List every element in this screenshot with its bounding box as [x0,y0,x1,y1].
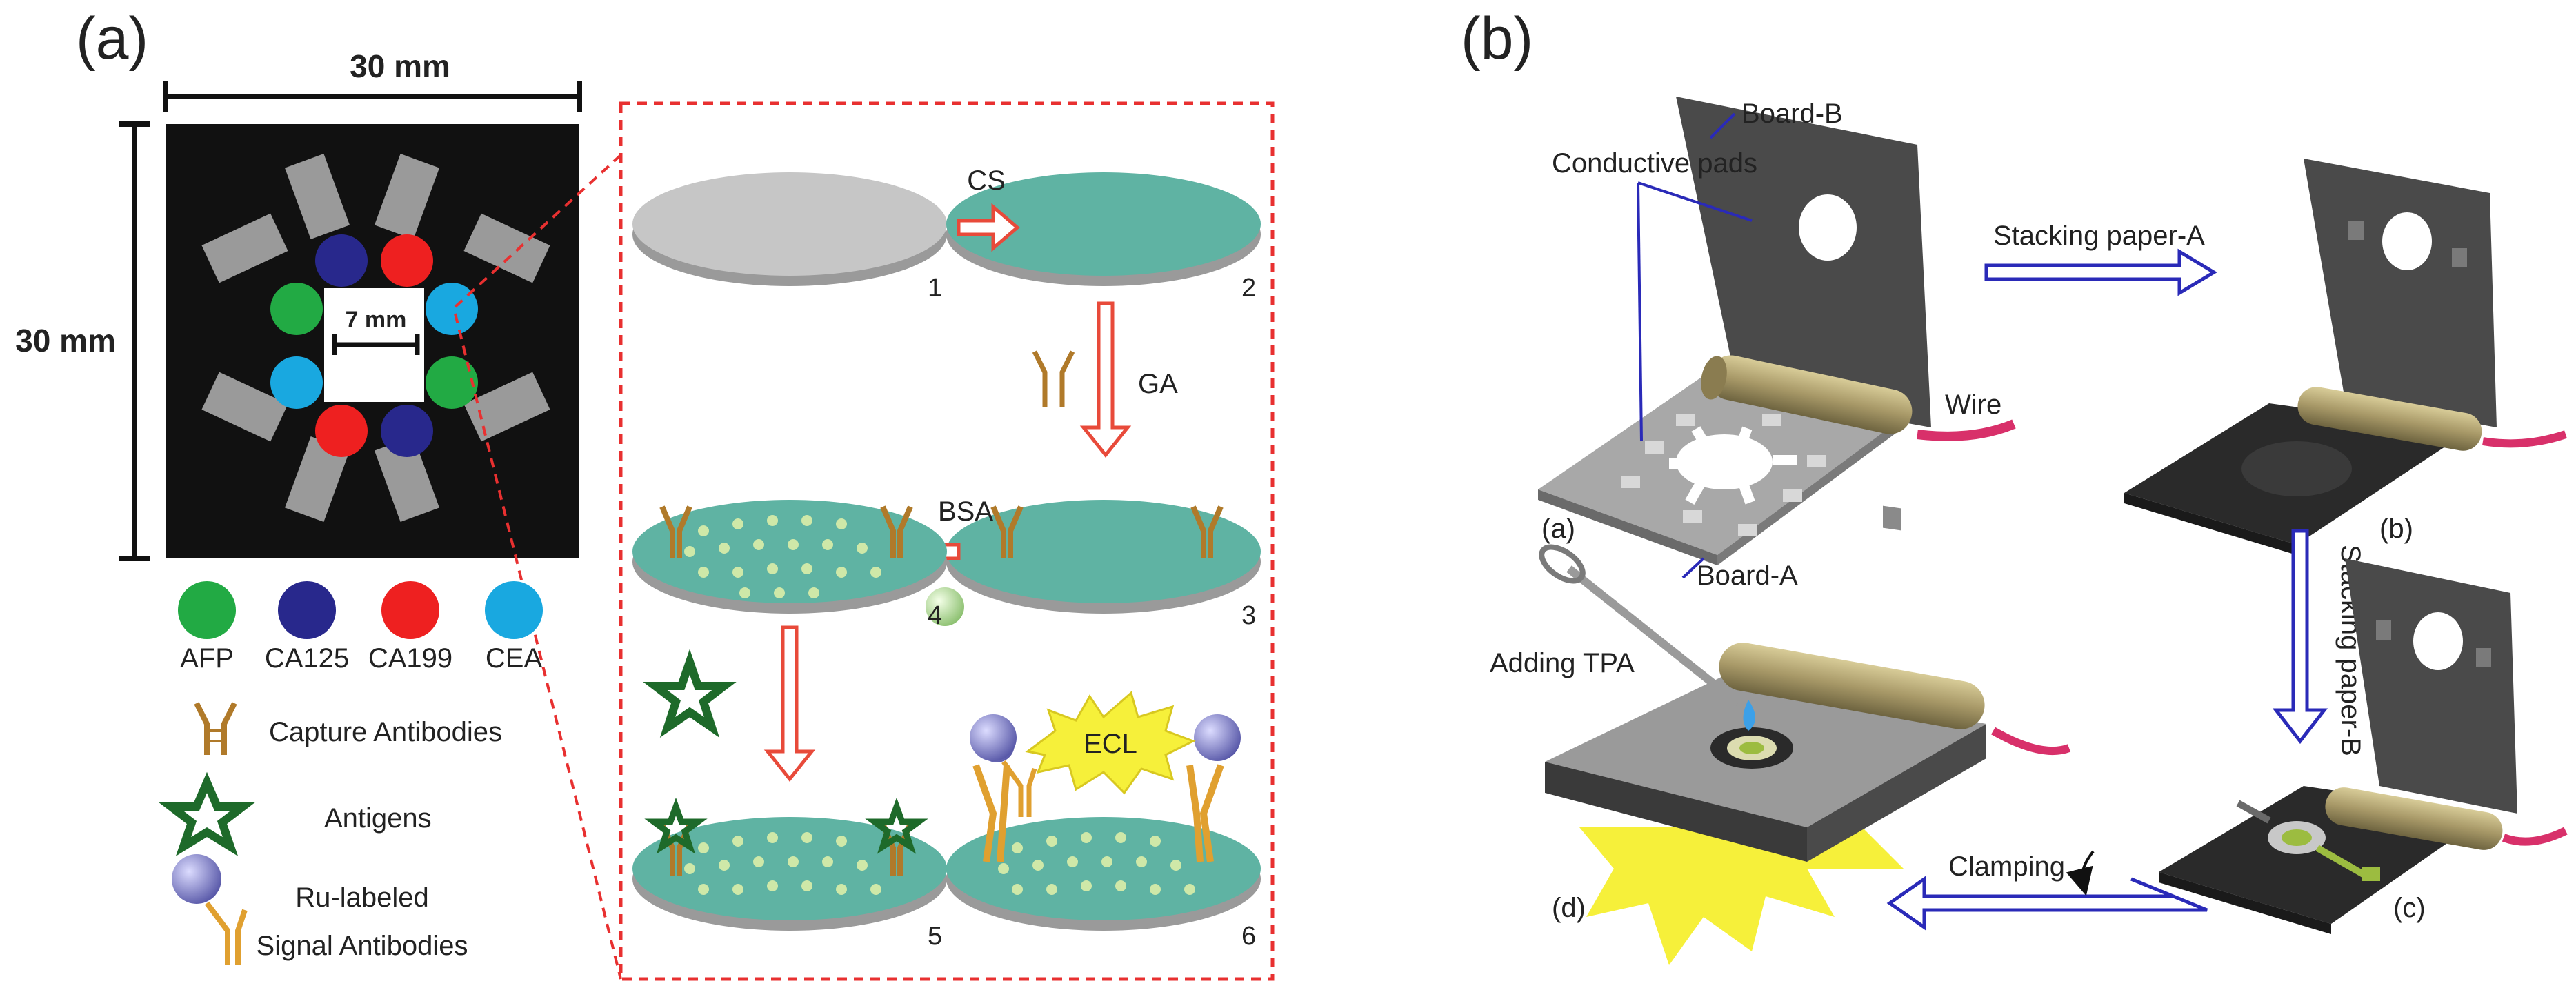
width-dimension: 30 mm [163,48,582,112]
sub-d-label: (d) [1552,893,1586,923]
step-5-disc [632,797,947,931]
step-2-disc [946,172,1261,286]
step-label-cs: CS [967,165,1006,196]
device-b [2124,159,2567,555]
color-legend: AFP CA125 CA199 CEA [178,581,543,674]
electrode-ca199-top [381,234,433,287]
key-antigens: Antigens [324,803,432,834]
stacking-a-label: Stacking paper-A [1993,221,2205,251]
symbol-key: Capture Antibodies Antigens Ru-labeled S… [159,702,502,965]
electrode-cea-left [270,356,323,409]
device-c [2159,558,2568,934]
legend-ca199-swatch [381,581,439,639]
wire-label: Wire [1945,390,2001,420]
sub-a-label: (a) [1541,514,1575,544]
sub-b-label: (b) [2379,514,2413,544]
device-d [1539,544,2071,965]
legend-cea: CEA [486,643,543,674]
step-1-disc [632,172,947,286]
step-2-number: 2 [1241,274,1256,303]
step4-to-5-arrow [763,625,816,782]
legend-afp: AFP [180,643,234,674]
step-label-ga: GA [1138,369,1178,399]
bsa-icon [926,587,964,626]
stacking-b-arrow [2272,529,2328,745]
clamping-label: Clamping [1948,851,2065,882]
panel-a: (a) 30 mm 30 mm [15,6,1275,981]
key-capture-antibodies: Capture Antibodies [269,717,502,747]
step-3-disc [946,500,1261,614]
step-4-disc [632,500,947,614]
electrode-leads [201,154,550,522]
electrode-afp-right [426,356,478,409]
board-b-label: Board-B [1741,99,1843,129]
legend-afp-swatch [178,581,236,639]
width-label: 30 mm [350,48,450,84]
legend-ca125: CA125 [265,643,349,674]
electrode-ca125-top [315,234,368,287]
conductive-pads-label: Conductive pads [1552,148,1757,179]
clamping-arrow [1886,876,2208,931]
panel-b-label: (b) [1461,6,1533,72]
electrode-afp-left [270,283,323,335]
step-6-disc [946,714,1261,931]
key-signal-antibodies: Signal Antibodies [257,931,468,961]
legend-cea-swatch [485,581,543,639]
legend-ca125-swatch [278,581,336,639]
step-3-number: 3 [1241,601,1256,630]
step-1-number: 1 [928,274,942,303]
electrode-ca199-bottom [315,405,368,457]
zoom-box [619,101,1275,981]
capture-antibody-icon [194,702,237,755]
step-label-bsa: BSA [938,496,993,527]
board-a-label: Board-A [1697,560,1798,591]
step-6-number: 6 [1241,922,1256,951]
gap-label: 7 mm [346,307,407,333]
ga-arrow [1079,301,1132,458]
adding-tpa-label: Adding TPA [1490,648,1635,678]
cs-arrow [957,203,1020,252]
step-4-number: 4 [928,601,942,630]
signal-antibody-icon [172,854,248,965]
panel-b: (b) [1461,6,2568,965]
electrode-chip: 7 mm [166,124,579,558]
antigen-add-icon [643,649,737,738]
height-label: 30 mm [15,323,116,358]
sub-c-label: (c) [2393,893,2426,923]
key-ru-labeled: Ru-labeled [295,882,428,913]
panel-a-label: (a) [76,6,148,72]
ga-antibody-icon [1032,350,1075,407]
clamping-curve-icon [2066,850,2095,896]
electrode-cea-right [426,283,478,335]
legend-ca199: CA199 [368,643,452,674]
ecl-label: ECL [1084,729,1137,759]
electrode-ca125-bottom [381,405,433,457]
stacking-a-arrow [1984,248,2217,296]
step-5-number: 5 [928,922,942,951]
ecl-burst [1025,691,1196,795]
antigen-icon [159,771,255,856]
device-a [1538,97,2016,565]
height-dimension: 30 mm [15,121,150,561]
